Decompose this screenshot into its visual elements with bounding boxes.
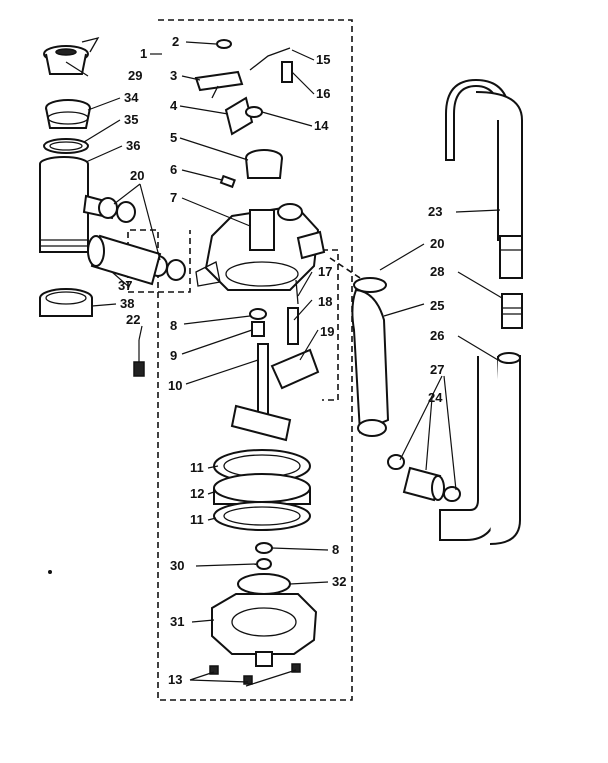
label-8-top: 8 bbox=[170, 318, 177, 333]
label-11-top: 11 bbox=[190, 460, 204, 475]
label-36: 36 bbox=[126, 138, 140, 153]
label-29: 29 bbox=[128, 68, 142, 83]
label-30: 30 bbox=[170, 558, 184, 573]
washer-8-top bbox=[249, 308, 267, 320]
label-11-bottom: 11 bbox=[190, 512, 204, 527]
label-22: 22 bbox=[126, 312, 140, 327]
diaphragm-5 bbox=[245, 149, 283, 179]
label-3: 3 bbox=[170, 68, 177, 83]
label-5: 5 bbox=[170, 130, 177, 145]
bushing-9 bbox=[251, 321, 265, 337]
gasket-11-bottom bbox=[213, 501, 311, 531]
hose-26 bbox=[439, 352, 521, 545]
stray-dot bbox=[48, 570, 52, 574]
label-20-right: 20 bbox=[430, 236, 444, 251]
label-8-bottom: 8 bbox=[332, 542, 339, 557]
hose-connection-dash bbox=[329, 257, 361, 279]
label-20-left: 20 bbox=[130, 168, 144, 183]
label-10: 10 bbox=[168, 378, 182, 393]
pump-ring-12 bbox=[213, 473, 311, 505]
bellows-34 bbox=[45, 99, 91, 129]
label-37: 37 bbox=[118, 278, 132, 293]
label-2: 2 bbox=[172, 34, 179, 49]
label-16: 16 bbox=[316, 86, 330, 101]
pin-6 bbox=[219, 174, 236, 189]
assembly-boundary bbox=[127, 19, 353, 701]
hose-25 bbox=[351, 277, 390, 437]
coupler-24 bbox=[402, 466, 445, 502]
coupling-28 bbox=[501, 293, 523, 329]
clip-4 bbox=[224, 96, 254, 136]
small-part-2 bbox=[216, 39, 232, 49]
label-9: 9 bbox=[170, 348, 177, 363]
label-13: 13 bbox=[168, 672, 182, 687]
spring-15-16 bbox=[249, 47, 293, 83]
nozzle-cap-29 bbox=[43, 36, 100, 75]
label-32: 32 bbox=[332, 574, 346, 589]
label-19: 19 bbox=[320, 324, 334, 339]
assembly-boundary-extension bbox=[322, 249, 339, 401]
seal-ring-35 bbox=[43, 138, 89, 154]
leader-lines bbox=[65, 41, 503, 687]
impeller-32 bbox=[237, 573, 291, 595]
label-26: 26 bbox=[430, 328, 444, 343]
label-25: 25 bbox=[430, 298, 444, 313]
label-38: 38 bbox=[120, 296, 134, 311]
label-12: 12 bbox=[190, 486, 204, 501]
label-35: 35 bbox=[124, 112, 138, 127]
label-1: 1 bbox=[140, 46, 147, 61]
tube-nut-38 bbox=[39, 288, 93, 317]
washer-14 bbox=[245, 106, 263, 118]
pump-cover-31 bbox=[211, 593, 318, 667]
bracket-3 bbox=[194, 70, 244, 99]
label-6: 6 bbox=[170, 162, 177, 177]
label-17: 17 bbox=[318, 264, 332, 279]
shaft-10 bbox=[230, 343, 292, 442]
washer-8-bottom bbox=[255, 542, 273, 554]
drain-hose-23 bbox=[445, 78, 523, 279]
seal-30 bbox=[256, 558, 272, 570]
label-27: 27 bbox=[430, 362, 444, 377]
label-14: 14 bbox=[314, 118, 329, 133]
label-34: 34 bbox=[124, 90, 139, 105]
terminal-17-18 bbox=[287, 279, 299, 345]
label-15: 15 bbox=[316, 52, 330, 67]
label-4: 4 bbox=[170, 98, 178, 113]
label-18: 18 bbox=[318, 294, 332, 309]
label-24: 24 bbox=[428, 390, 443, 405]
bracket-19 bbox=[270, 348, 320, 390]
label-7: 7 bbox=[170, 190, 177, 205]
valve-body-7 bbox=[195, 203, 326, 291]
label-31: 31 bbox=[170, 614, 184, 629]
part-labels: 1 2 3 4 5 6 7 15 16 14 29 34 35 36 20 37… bbox=[118, 34, 444, 687]
screw-22 bbox=[133, 340, 145, 377]
connector-hose-37 bbox=[87, 234, 162, 286]
label-23: 23 bbox=[428, 204, 442, 219]
label-28: 28 bbox=[430, 264, 444, 279]
clamps-27 bbox=[387, 454, 461, 502]
screws-13 bbox=[209, 663, 301, 685]
